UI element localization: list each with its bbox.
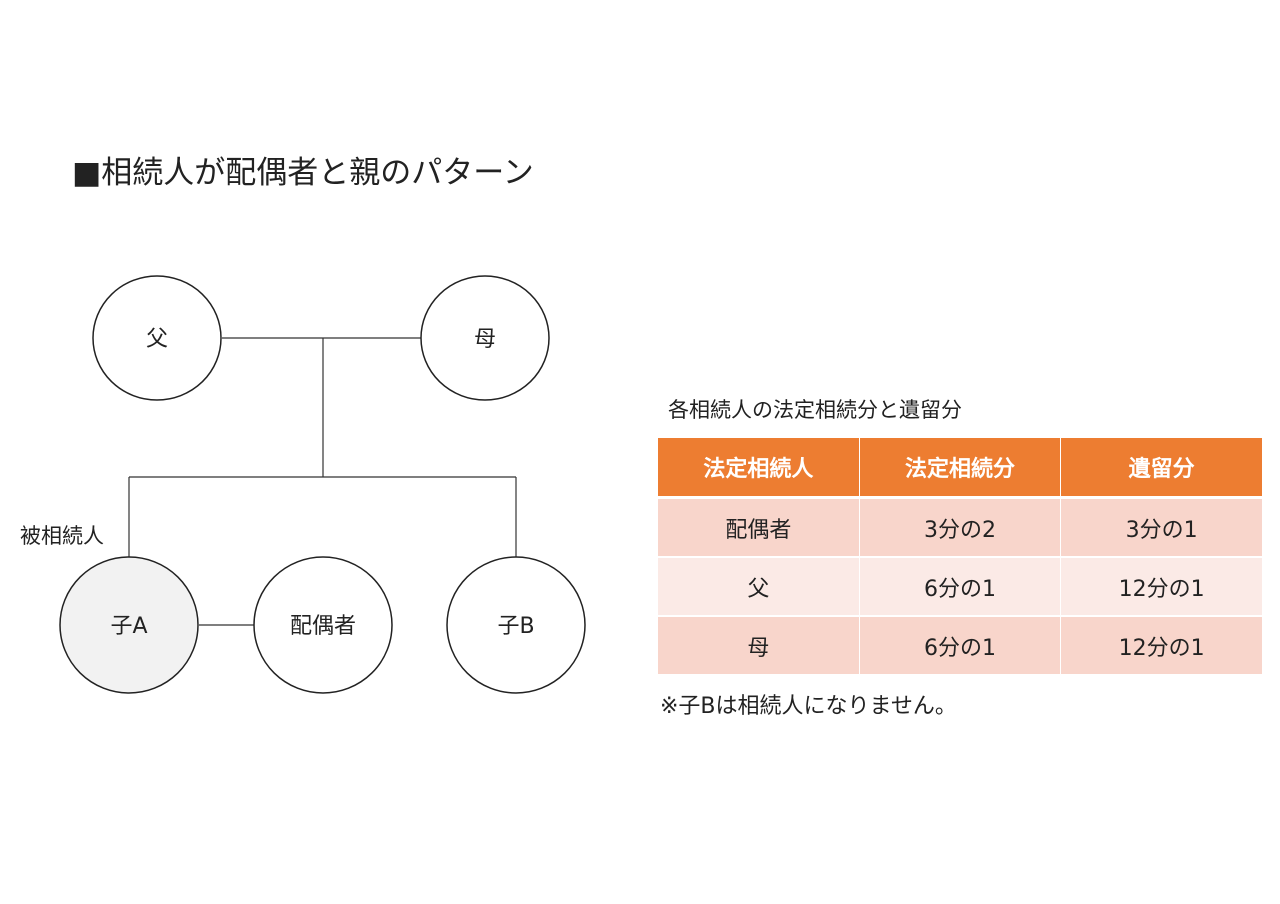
cell-heir: 父 [658,557,860,617]
child-a-node: 子A [59,556,199,694]
father-node: 父 [92,275,222,401]
cell-reserved-share: 12分の1 [1060,557,1262,617]
table-row: 配偶者 3分の2 3分の1 [658,497,1262,558]
cell-reserved-share: 3分の1 [1060,497,1262,558]
table-row: 父 6分の1 12分の1 [658,557,1262,617]
father-label: 父 [146,327,168,352]
mother-node: 母 [420,275,550,401]
spouse-label: 配偶者 [290,614,356,639]
table-row: 母 6分の1 12分の1 [658,616,1262,676]
cell-legal-share: 6分の1 [859,616,1062,676]
cell-legal-share: 3分の2 [859,497,1062,558]
footnote: ※子Bは相続人になりません。 [660,694,957,719]
family-tree-diagram: 父 母 子A 配偶者 子B [59,275,586,694]
inheritance-shares-table: 法定相続人 法定相続分 遺留分 配偶者 3分の2 3分の1 父 6分の1 12分… [658,438,1262,676]
cell-reserved-share: 12分の1 [1060,616,1262,676]
cell-heir: 配偶者 [658,497,860,558]
spouse-node: 配偶者 [253,556,393,694]
deceased-label: 被相続人 [20,524,104,548]
header-reserved-share: 遺留分 [1060,438,1262,499]
child-b-label: 子B [497,614,534,639]
cell-legal-share: 6分の1 [859,557,1062,617]
mother-label: 母 [474,327,496,352]
table-caption: 各相続人の法定相続分と遺留分 [668,398,962,422]
page-title: ■相続人が配偶者と親のパターン [72,155,534,191]
header-heir: 法定相続人 [658,438,860,499]
child-a-label: 子A [110,614,147,639]
table-header-row: 法定相続人 法定相続分 遺留分 [658,438,1262,499]
header-legal-share: 法定相続分 [859,438,1062,499]
child-b-node: 子B [446,556,586,694]
cell-heir: 母 [658,616,860,676]
